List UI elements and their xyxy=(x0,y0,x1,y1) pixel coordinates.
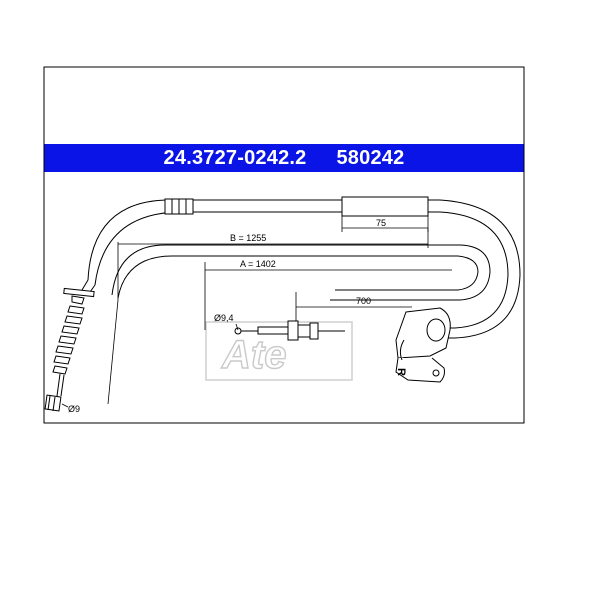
ate-watermark: Ate xyxy=(205,321,353,381)
dim-b-label: B = 1255 xyxy=(230,233,266,243)
dim-end-label: Ø9 xyxy=(68,404,80,414)
dim-b-extension xyxy=(107,299,119,405)
dim-nipple-label: Ø9,4 xyxy=(214,313,234,323)
dim-sleeve-label: 75 xyxy=(376,218,386,228)
drawing-frame xyxy=(43,66,525,424)
alt-part-number: 580242 xyxy=(336,146,405,169)
bellows-boot xyxy=(44,279,96,412)
side-marker: R xyxy=(395,368,407,376)
dim-inner-label: 700 xyxy=(356,296,371,306)
protective-sleeve xyxy=(341,196,429,217)
dim-b xyxy=(117,228,429,300)
part-number-banner: 24.3727-0242.2 580242 xyxy=(44,144,524,172)
outer-cable xyxy=(87,199,521,339)
nipple-end xyxy=(234,320,345,341)
sleeve-fitting xyxy=(164,198,194,215)
lever-bracket xyxy=(395,307,451,383)
dim-a xyxy=(204,262,452,330)
watermark-text: Ate xyxy=(221,333,286,377)
inner-cable xyxy=(111,244,491,301)
dim-a-label: A = 1402 xyxy=(240,259,276,269)
part-number: 24.3727-0242.2 xyxy=(163,146,307,169)
